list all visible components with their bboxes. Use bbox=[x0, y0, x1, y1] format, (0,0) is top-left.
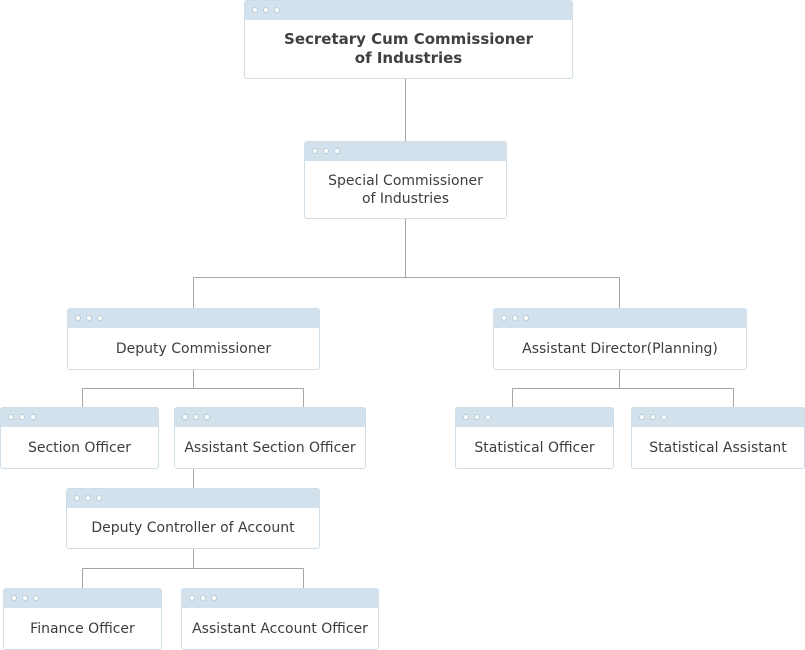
connector-deputy-children bbox=[82, 369, 304, 408]
node-label: Statistical Officer bbox=[474, 439, 595, 456]
node-section-officer: Section Officer bbox=[0, 407, 159, 469]
node-assistant-section-officer: Assistant Section Officer bbox=[174, 407, 366, 469]
node-label: Special Commissioner of Industries bbox=[328, 172, 483, 207]
node-label: Deputy Commissioner bbox=[115, 340, 272, 357]
node-header bbox=[67, 489, 319, 508]
node-header bbox=[4, 589, 161, 608]
node-special-commissioner: Special Commissioner of Industries bbox=[304, 141, 507, 219]
connector-director-children bbox=[512, 369, 734, 408]
node-assistant-account-officer: Assistant Account Officer bbox=[181, 588, 379, 650]
node-finance-officer: Finance Officer bbox=[3, 588, 162, 650]
node-header bbox=[456, 408, 613, 427]
node-statistical-officer: Statistical Officer bbox=[455, 407, 614, 469]
node-label: Section Officer bbox=[27, 439, 132, 456]
connector-controller-children bbox=[82, 548, 304, 589]
node-header bbox=[494, 309, 746, 328]
node-assistant-director: Assistant Director(Planning) bbox=[493, 308, 747, 370]
node-header bbox=[68, 309, 319, 328]
node-header bbox=[182, 589, 378, 608]
node-label: Deputy Controller of Account bbox=[91, 520, 295, 536]
node-header bbox=[1, 408, 158, 427]
node-secretary: Secretary Cum Commissioner of Industries bbox=[244, 0, 573, 79]
node-header bbox=[175, 408, 365, 427]
node-deputy-controller: Deputy Controller of Account bbox=[66, 488, 320, 549]
node-label: Statistical Assistant bbox=[649, 439, 787, 456]
node-label: Assistant Account Officer bbox=[192, 620, 368, 637]
node-header bbox=[305, 142, 506, 161]
node-label: Finance Officer bbox=[30, 620, 135, 637]
node-header bbox=[245, 1, 572, 20]
node-statistical-assistant: Statistical Assistant bbox=[631, 407, 805, 469]
node-header bbox=[632, 408, 804, 427]
connector-special-branches bbox=[193, 218, 620, 309]
node-deputy-commissioner: Deputy Commissioner bbox=[67, 308, 320, 370]
node-label: Assistant Director(Planning) bbox=[522, 340, 718, 357]
node-label: Assistant Section Officer bbox=[184, 439, 356, 456]
node-label: Secretary Cum Commissioner of Industries bbox=[284, 30, 533, 67]
